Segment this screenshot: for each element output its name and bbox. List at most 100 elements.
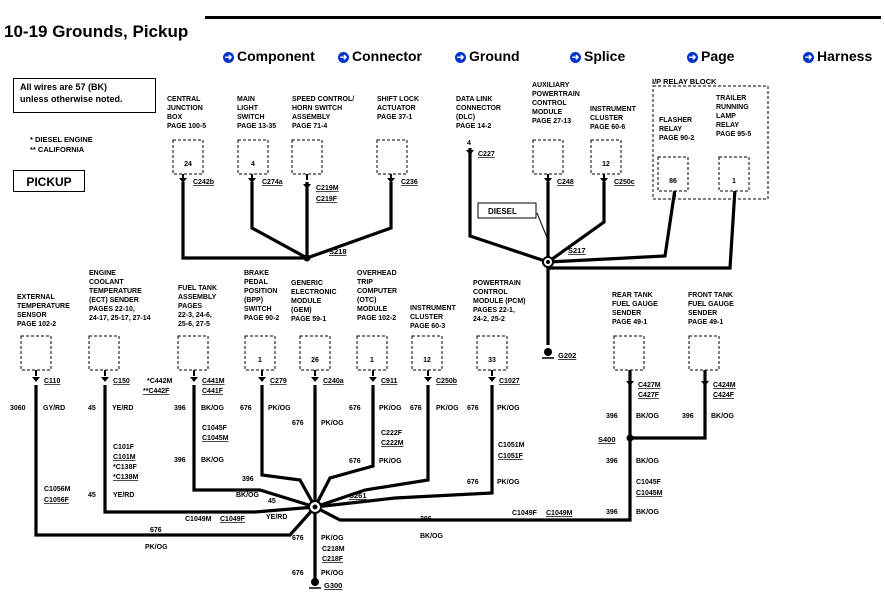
component-page-ref[interactable]: PAGE 27-13 (532, 118, 571, 125)
component-name[interactable]: PEDAL (244, 279, 268, 286)
inline-connector[interactable]: C1049F (220, 516, 246, 523)
component-name[interactable]: (ECT) SENDER (89, 297, 139, 304)
inline-connector[interactable]: C218F (322, 556, 344, 563)
component-name[interactable]: MODULE (291, 298, 322, 305)
connector-label[interactable]: C1027 (499, 378, 520, 385)
component-name[interactable]: (GEM) (291, 307, 312, 314)
connector-label[interactable]: C424F (713, 392, 735, 399)
component-page-ref[interactable]: PAGE 95-5 (716, 131, 751, 138)
component-page-ref[interactable]: PAGE 59-1 (291, 316, 326, 323)
component-page-ref[interactable]: 24-17, 25-17, 27-14 (89, 315, 151, 322)
component-name[interactable]: RUNNING (716, 104, 749, 111)
component-page-ref[interactable]: PAGE 49-1 (612, 319, 647, 326)
component-page-ref[interactable]: PAGE 60-6 (590, 124, 625, 131)
inline-connector[interactable]: C1045F (636, 479, 662, 486)
component-page-ref[interactable]: PAGE 37-1 (377, 114, 412, 121)
component-name[interactable]: COOLANT (89, 279, 124, 286)
component-name[interactable]: SHIFT LOCK (377, 96, 419, 103)
component-name[interactable]: SPEED CONTROL/ (292, 96, 354, 103)
component-page-ref[interactable]: PAGE 100-5 (167, 123, 206, 130)
component-page-ref[interactable]: 24-2, 25-2 (473, 316, 505, 323)
component-box[interactable] (376, 139, 408, 175)
inline-connector[interactable]: C1049M (185, 516, 212, 523)
component-name[interactable]: FUEL GAUGE (612, 301, 658, 308)
component-name[interactable]: SENDER (612, 310, 641, 317)
inline-connector[interactable]: C1045M (202, 435, 229, 442)
component-page-ref[interactable]: PAGE 71-4 (292, 123, 327, 130)
connector-label[interactable]: C911 (381, 378, 397, 385)
component-name[interactable]: ASSEMBLY (292, 114, 331, 121)
component-name[interactable]: HORN SWITCH (292, 105, 342, 112)
legend-splice-link[interactable]: ➜Splice (570, 48, 625, 64)
component-box[interactable] (20, 335, 52, 371)
component-box[interactable] (356, 335, 388, 371)
component-page-ref[interactable]: PAGE 102-2 (17, 321, 56, 328)
component-name[interactable]: AUXILIARY (532, 82, 570, 89)
component-name[interactable]: INSTRUMENT (590, 106, 637, 113)
inline-connector[interactable]: C1049F (512, 510, 538, 517)
inline-connector[interactable]: C1049M (546, 510, 573, 517)
connector-label[interactable]: C236 (401, 179, 418, 186)
component-box[interactable] (237, 139, 269, 175)
connector-label[interactable]: C250c (614, 179, 635, 186)
component-box[interactable] (657, 156, 689, 192)
component-name[interactable]: FRONT TANK (688, 292, 733, 299)
inline-connector[interactable]: C1045M (636, 490, 663, 497)
connector-label[interactable]: C242b (193, 179, 214, 186)
connector-label[interactable]: C219F (316, 196, 338, 203)
component-name[interactable]: GENERIC (291, 280, 323, 287)
connector-label[interactable]: C110 (44, 378, 60, 385)
component-name[interactable]: CONTROL (473, 289, 508, 296)
component-name[interactable]: MODULE (532, 109, 563, 116)
component-name[interactable]: BRAKE (244, 270, 269, 277)
inline-connector[interactable]: C222F (381, 430, 403, 437)
component-box[interactable] (291, 139, 323, 175)
component-name[interactable]: LAMP (716, 113, 736, 120)
component-name[interactable]: POWERTRAIN (532, 91, 580, 98)
component-name[interactable]: TEMPERATURE (17, 303, 70, 310)
connector-label[interactable]: C279 (270, 378, 287, 385)
connector-label[interactable]: C240a (323, 378, 344, 385)
component-name[interactable]: DATA LINK (456, 96, 492, 103)
connector-label[interactable]: C427F (638, 392, 660, 399)
component-name[interactable]: ACTUATOR (377, 105, 416, 112)
connector-label[interactable]: C424M (713, 382, 736, 389)
inline-connector[interactable]: *C138M (113, 474, 138, 481)
component-name[interactable]: CONTROL (532, 100, 567, 107)
component-name[interactable]: POWERTRAIN (473, 280, 521, 287)
component-name[interactable]: FLASHER (659, 117, 692, 124)
component-box[interactable] (411, 335, 443, 371)
connector-label[interactable]: C150 (113, 378, 130, 385)
legend-connector-link[interactable]: ➜Connector (338, 48, 422, 64)
component-name[interactable]: TRAILER (716, 95, 746, 102)
component-name[interactable]: FUEL GAUGE (688, 301, 734, 308)
component-box[interactable] (244, 335, 276, 371)
component-box[interactable] (718, 156, 750, 192)
inline-connector[interactable]: C1056M (44, 486, 71, 493)
component-page-ref[interactable]: PAGE 60-3 (410, 323, 445, 330)
component-page-ref[interactable]: 25-6, 27-5 (178, 321, 210, 328)
ground-label[interactable]: G300 (324, 581, 342, 590)
inline-connector[interactable]: C1051F (498, 453, 524, 460)
component-box[interactable] (613, 335, 645, 371)
connector-label[interactable]: C227 (478, 151, 495, 158)
inline-connector[interactable]: C1056F (44, 497, 70, 504)
connector-label[interactable]: C441F (202, 388, 224, 395)
connector-label[interactable]: C248 (557, 179, 574, 186)
legend-ground-link[interactable]: ➜Ground (455, 48, 520, 64)
inline-connector[interactable]: C101F (113, 444, 135, 451)
component-name[interactable]: ASSEMBLY (178, 294, 217, 301)
component-name[interactable]: INSTRUMENT (410, 305, 457, 312)
component-name[interactable]: SENSOR (17, 312, 47, 319)
component-name[interactable]: TRIP (357, 279, 373, 286)
component-box[interactable] (177, 335, 209, 371)
splice-label[interactable]: S217 (568, 246, 586, 255)
inline-connector[interactable]: C218M (322, 546, 345, 553)
component-page-ref[interactable]: PAGES 22-10, (89, 306, 135, 313)
component-name[interactable]: LIGHT (237, 105, 259, 112)
component-name[interactable]: MAIN (237, 96, 255, 103)
component-name[interactable]: COMPUTER (357, 288, 397, 295)
component-box[interactable] (172, 139, 204, 175)
component-name[interactable]: CONNECTOR (456, 105, 501, 112)
component-box[interactable] (299, 335, 331, 371)
